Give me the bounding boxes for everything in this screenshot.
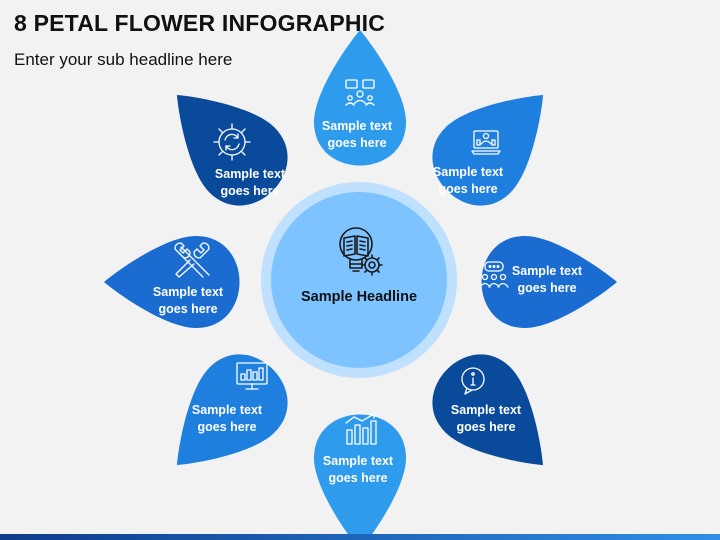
- bar-chart-growth-icon: [345, 413, 377, 445]
- petal-bottom-left-text-1: Sample text: [192, 403, 263, 417]
- meeting-chat-icon: [345, 79, 375, 106]
- petal-right-text-2: goes here: [517, 281, 576, 295]
- center-circle[interactable]: [271, 192, 447, 368]
- footer-bar: [0, 534, 720, 540]
- gear-cycle-icon: [213, 123, 251, 161]
- petal-labels: Sample text goes here Sample text goes her…: [153, 119, 583, 485]
- center-headline: Sample Headline: [301, 289, 417, 305]
- wrench-tools-icon: [174, 242, 210, 278]
- petal-top-right-text-2: goes here: [438, 182, 497, 196]
- book-gear-bulb-icon: [339, 227, 383, 276]
- petal-bottom-text-2: goes here: [328, 471, 387, 485]
- petal-top-left-text-1: Sample text: [215, 167, 286, 181]
- petal-top-left[interactable]: [144, 62, 306, 224]
- petal-left-text-1: Sample text: [153, 285, 224, 299]
- petal-top-text-1: Sample text: [322, 119, 393, 133]
- petal-bottom-left-text-2: goes here: [197, 420, 256, 434]
- petal-bottom-left[interactable]: [144, 336, 306, 498]
- page-subtitle: Enter your sub headline here: [14, 50, 233, 69]
- petal-top-text-2: goes here: [327, 136, 386, 150]
- monitor-chart-icon: [236, 362, 268, 390]
- info-bubble-icon: [461, 367, 485, 395]
- team-discussion-icon: [479, 261, 509, 288]
- petal-left-text-2: goes here: [158, 302, 217, 316]
- petal-bottom-right-text-1: Sample text: [451, 403, 522, 417]
- petal-bottom-right-text-2: goes here: [456, 420, 515, 434]
- petal-right-text-1: Sample text: [512, 264, 583, 278]
- petal-top-left-text-2: goes here: [220, 184, 279, 198]
- laptop-presentation-icon: [471, 130, 501, 155]
- petal-bottom-right[interactable]: [414, 336, 576, 498]
- petal-top-right-text-1: Sample text: [433, 165, 504, 179]
- page-title: 8 PETAL FLOWER INFOGRAPHIC: [14, 10, 386, 36]
- petal-bottom-text-1: Sample text: [323, 454, 394, 468]
